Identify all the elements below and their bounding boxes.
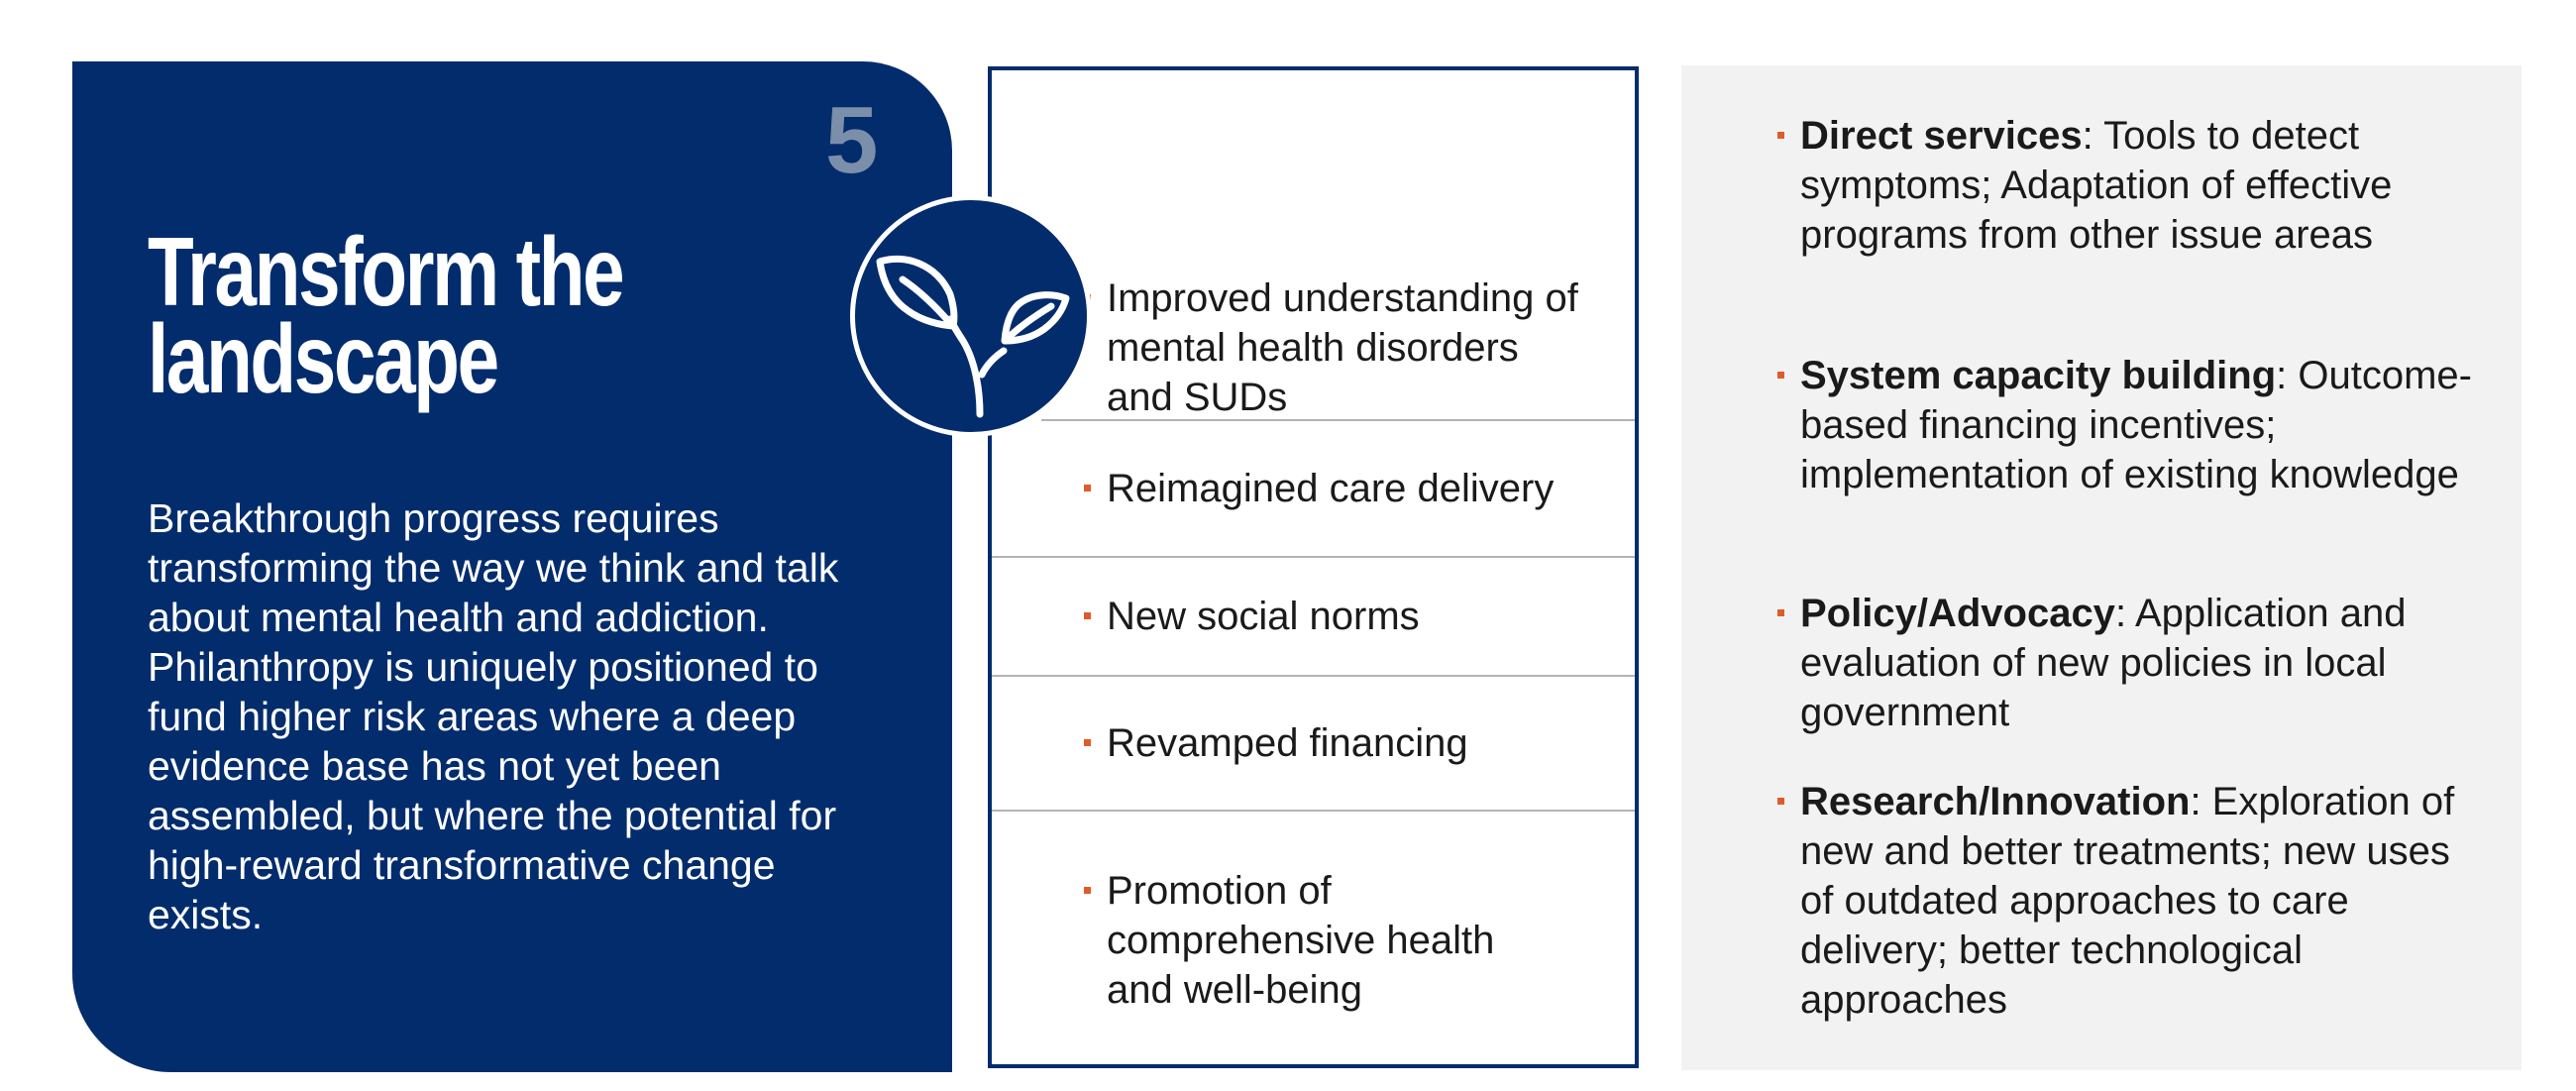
step-number: 5 [825, 87, 879, 193]
outcome-item: Improved understanding of mental health … [992, 219, 1635, 477]
divider [992, 810, 1635, 812]
bullet-marker [1084, 886, 1091, 894]
bullet-marker [1777, 132, 1784, 139]
bullet-marker [1777, 372, 1784, 379]
outcome-item: Reimagined care delivery [992, 421, 1635, 556]
strategy-text: Application and evaluation of new polici… [1800, 592, 2407, 734]
bullet-marker [1084, 485, 1091, 491]
outcome-item: New social norms [992, 558, 1635, 675]
strategy-heading: System capacity building [1800, 354, 2277, 397]
bullet-marker [1084, 612, 1091, 619]
strategy-heading: Policy/Advocacy [1800, 592, 2115, 635]
outcome-label: Promotion of comprehensive health and we… [1107, 868, 1495, 1012]
panel-description: Breakthrough progress requires transform… [148, 495, 839, 937]
strategy-heading: Research/Innovation [1800, 780, 2191, 823]
strategy-separator: : [2276, 354, 2288, 397]
bullet-marker [1777, 609, 1784, 616]
strategy-item: Direct services: Tools to detect symptom… [1777, 111, 2484, 260]
outcome-item: Promotion of comprehensive health and we… [992, 812, 1635, 1068]
intro-panel: 5 Transform the landscape Breakthrough p… [72, 61, 952, 1072]
strategies-panel: Direct services: Tools to detect symptom… [1681, 65, 2522, 1070]
strategy-item: Research/Innovation: Exploration of new … [1777, 777, 2484, 1025]
strategy-item: System capacity building: Outcome-based … [1777, 351, 2484, 499]
sprout-icon [850, 195, 1092, 437]
bullet-marker [1084, 739, 1091, 746]
strategy-text: Exploration of new and better treatments… [1800, 780, 2455, 1022]
strategy-separator: : [2190, 780, 2201, 823]
outcomes-box: Improved understanding of mental health … [988, 66, 1639, 1068]
divider [992, 675, 1635, 677]
outcome-label: Revamped financing [1107, 721, 1468, 765]
outcome-label: Reimagined care delivery [1107, 467, 1555, 510]
divider [1041, 419, 1635, 421]
panel-title: Transform the landscape [148, 217, 625, 413]
outcome-label: Improved understanding of mental health … [1107, 276, 1578, 419]
outcome-label: New social norms [1107, 595, 1420, 638]
outcome-item: Revamped financing [992, 677, 1635, 810]
strategy-item: Policy/Advocacy: Application and evaluat… [1777, 589, 2434, 737]
strategy-separator: : [2114, 592, 2127, 635]
strategy-text: Tools to detect symptoms; Adaptation of … [1800, 114, 2393, 257]
divider [992, 556, 1635, 558]
strategy-text: Outcome-based financing incentives; impl… [1800, 354, 2472, 496]
strategy-separator: : [2082, 114, 2093, 158]
sprout-icon-graphic [876, 255, 1070, 418]
strategy-heading: Direct services [1800, 114, 2083, 158]
bullet-marker [1777, 798, 1784, 805]
